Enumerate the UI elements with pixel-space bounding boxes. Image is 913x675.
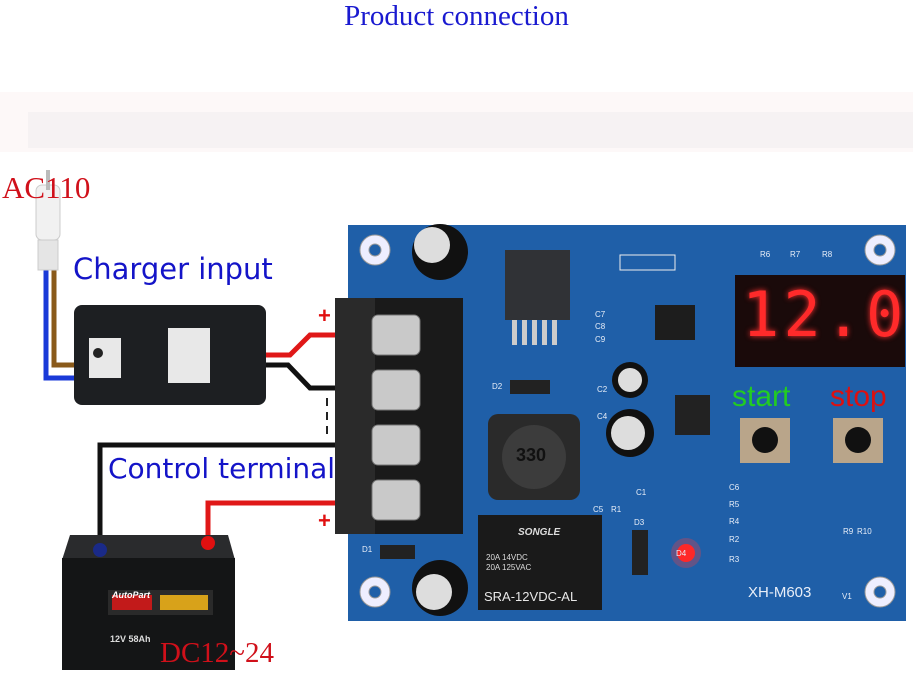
label-c6: C6 (729, 483, 740, 492)
ac-plug-icon (35, 170, 61, 271)
dc-voltage-label: DC12~24 (160, 637, 274, 669)
label-d3: D3 (634, 518, 645, 527)
label-d1: D1 (362, 545, 373, 554)
start-button-shape (740, 418, 790, 463)
label-c2: C2 (597, 385, 608, 394)
relay-rating-1: 20A 14VDC (486, 553, 528, 562)
inductor-marking: 330 (516, 445, 547, 465)
plus-sign-battery: + (318, 508, 331, 533)
label-c8: C8 (595, 322, 606, 331)
battery-negative-wire (97, 442, 380, 548)
pin-header (619, 254, 676, 271)
pcb-board (335, 224, 906, 621)
label-r4: R4 (729, 517, 740, 526)
label-d2: D2 (492, 382, 503, 391)
label-c9: C9 (595, 335, 606, 344)
stop-button-shape (833, 418, 883, 463)
diode-d1 (380, 545, 415, 559)
label-c1: C1 (636, 488, 647, 497)
label-r5: R5 (729, 500, 740, 509)
relay (478, 515, 602, 610)
board-version: V1 (842, 592, 852, 601)
diode-d3 (632, 530, 648, 575)
charger-adapter-icon (74, 305, 266, 405)
background-band-inner (28, 112, 913, 148)
charger-input-label: Charger input (73, 252, 273, 286)
diode-d2 (510, 380, 550, 394)
capacitors (412, 224, 654, 616)
ac110-label: AC110 (2, 170, 91, 205)
stop-label: stop (830, 380, 887, 413)
relay-brand: SONGLE (518, 527, 561, 538)
control-terminal-label: Control terminal (108, 452, 336, 485)
label-d4: D4 (676, 549, 687, 558)
label-r10: R10 (857, 527, 872, 536)
battery-positive-wire (205, 500, 380, 540)
led-d4 (677, 544, 695, 562)
label-c4: C4 (597, 412, 608, 421)
page-title: Product connection (344, 0, 569, 32)
ac-wires (43, 268, 80, 381)
seven-segment-display (735, 275, 905, 367)
regulator-ic (505, 250, 570, 320)
relay-model: SRA-12VDC-AL (484, 589, 578, 604)
label-r2: R2 (729, 535, 740, 544)
display-value: 12.0 (742, 278, 908, 351)
start-label: start (732, 380, 791, 413)
label-r1: R1 (611, 505, 622, 514)
label-r9: R9 (843, 527, 854, 536)
board-model: XH-M603 (748, 584, 812, 601)
plus-sign-charger: + (318, 303, 331, 328)
transistor (675, 395, 710, 435)
relay-rating-2: 20A 125VAC (486, 563, 532, 572)
label-r6: R6 (760, 250, 771, 259)
controller-ic (655, 305, 695, 340)
battery-brand: AutoPart (112, 590, 150, 600)
battery-icon (62, 535, 235, 670)
terminal-block (335, 298, 463, 534)
label-r3: R3 (729, 555, 740, 564)
label-r8: R8 (822, 250, 833, 259)
label-r7: R7 (790, 250, 801, 259)
label-c5: C5 (593, 505, 604, 514)
battery-spec: 12V 58Ah (110, 634, 151, 644)
label-c7: C7 (595, 310, 606, 319)
